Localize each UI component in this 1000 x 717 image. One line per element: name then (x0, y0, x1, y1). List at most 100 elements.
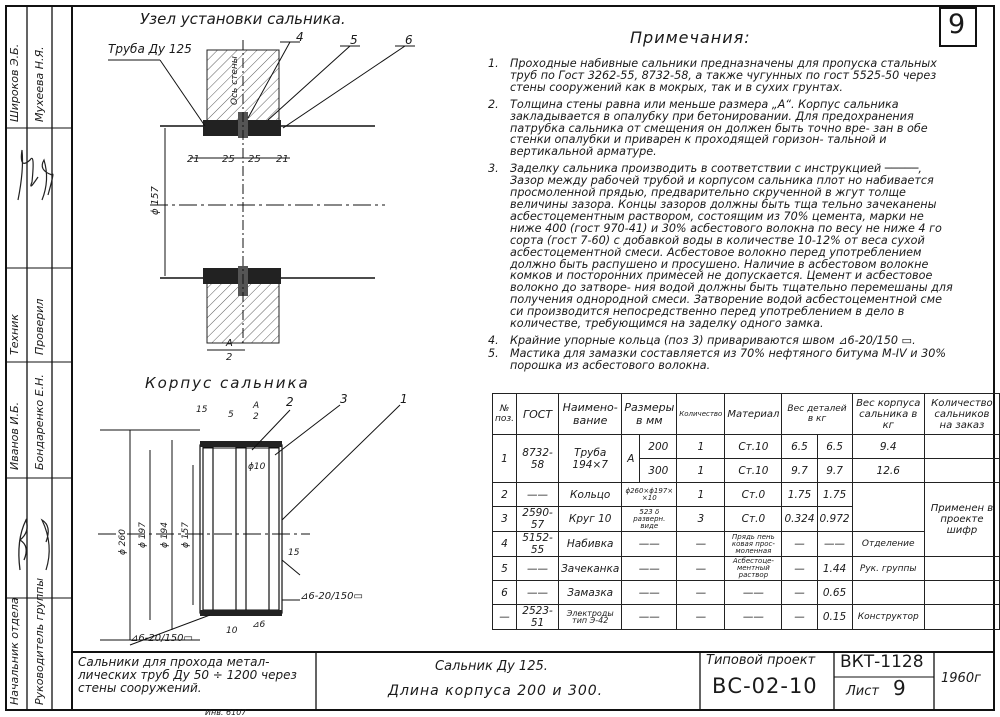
body-dim-A: A (253, 401, 260, 411)
cell: Ст.0 (724, 482, 783, 507)
note-text: Крайние упорные кольца (поз 3) приварива… (510, 333, 916, 347)
cell: 1.75 (781, 482, 818, 507)
body-callout-1: 1 (400, 392, 408, 406)
series-code: ВКТ-1128 (840, 652, 924, 672)
dim-25-left: 25 (222, 154, 235, 165)
note-item: 4. Крайние упорные кольца (поз 3) привари… (488, 333, 958, 347)
cell: — (781, 556, 818, 581)
note-text: Мастика для замазки составляется из 70% … (510, 346, 946, 372)
cell: Труба 194×7 (558, 434, 623, 483)
dim-21-left: 21 (187, 154, 200, 165)
callout-4: 4 (296, 30, 304, 44)
note-text: Заделку сальника производить в соответст… (510, 162, 953, 331)
body-dim-157: ϕ 157 (181, 522, 191, 548)
table-row: 300 1 Ст.10 9.7 9.7 12.6 (493, 458, 1000, 483)
cell: Зачеканка (558, 556, 623, 581)
cell: — (781, 580, 818, 605)
note-number: 5. (488, 346, 499, 360)
table-row: 5 —— Зачеканка —— — Асбестоце- ментный р… (491, 556, 1000, 581)
cell: 2 (491, 482, 518, 507)
cell: 9.7 (816, 458, 853, 483)
cell: 0.15 (816, 604, 853, 630)
note-item: 3. Заделку сальника производить в соответ… (488, 163, 958, 330)
cell: 1.75 (816, 482, 853, 507)
cell: —— (621, 556, 678, 581)
body-weld-right: ⊿6-20/150▭ (300, 591, 363, 602)
cell: —— (516, 580, 560, 605)
cell: — (676, 556, 726, 581)
specification-table: № поз. ГОСТ Наимено- вание Размеры в мм … (491, 393, 1000, 630)
col-weight: Вес деталей в кг (781, 393, 853, 435)
cell: 0.65 (816, 580, 853, 605)
cell: 9.4 (851, 434, 925, 459)
body-dim-197: ϕ 197 (138, 522, 148, 548)
cell: — (781, 531, 818, 557)
applied-note: Применен в проекте шифр (923, 482, 1000, 557)
cell (923, 556, 1000, 581)
cell: Замазка (558, 580, 623, 605)
sidebar-name: Широков Э.Б. (8, 43, 21, 122)
body-weld-small: ⊿6 (252, 620, 266, 630)
note-number: 2. (488, 97, 499, 111)
cell: Ст.10 (724, 434, 783, 459)
cell: 0.324 (781, 506, 818, 532)
body-dim-15-top: 15 (196, 405, 208, 415)
pipe-label: Труба Ду 125 (108, 42, 192, 56)
cell: —— (724, 580, 783, 605)
cell (923, 580, 1000, 605)
note-number: 4. (488, 333, 499, 347)
body-dim-10-bottom: 10 (226, 626, 238, 636)
cell: —— (621, 580, 678, 605)
section-2-label: 2 (226, 352, 233, 363)
cell: 1 (676, 434, 726, 459)
table-row: 1 8732-58 Труба 194×7 A 200 1 Ст.10 6.5 … (491, 434, 1000, 483)
cell: — (676, 604, 726, 630)
dim-25-right: 25 (248, 154, 261, 165)
body-callout-3: 3 (340, 392, 348, 406)
note-item: 5. Мастика для замазки составляется из 70… (488, 346, 958, 372)
table-row: 3 2590-57 Круг 10 523 δ разверн. виде 3 … (491, 506, 1000, 532)
cell: Кольцо (558, 482, 623, 507)
col-qty: Количество (676, 393, 726, 435)
title-line-1: Сальник Ду 125. (435, 659, 548, 674)
assembly-diameter-label: ϕ 157 (150, 186, 161, 215)
cell: ϕ260×ϕ197× ×10 (621, 482, 678, 507)
sheet-no: 9 (893, 676, 906, 700)
col-gost: ГОСТ (516, 393, 560, 435)
notes-list: 1.Проходные набивные сальники предназнач… (488, 58, 958, 377)
cell: 6.5 (781, 434, 818, 459)
sidebar-name: Мухеева Н.Я. (33, 46, 46, 122)
table-row: 6 —— Замазка —— — —— — 0.65 (491, 580, 1000, 605)
body-dim-10: ϕ10 (248, 462, 266, 472)
body-dim-2: 2 (253, 412, 259, 422)
cell: 2523-51 (516, 604, 560, 630)
cell: 1 (491, 434, 518, 483)
cell: 1 (676, 458, 726, 483)
cell: 300 (639, 458, 678, 483)
cell: —— (516, 482, 560, 507)
note-item: 1.Проходные набивные сальники предназнач… (488, 58, 958, 94)
cell: 3 (491, 506, 518, 532)
cell: —— (816, 531, 853, 557)
note-text: Проходные набивные сальники предназначен… (510, 57, 937, 94)
section-A-label: A (226, 338, 233, 349)
cell: Асбестоце- ментный раствор (724, 556, 783, 581)
cell: Круг 10 (558, 506, 623, 532)
note-number: 3. (488, 162, 499, 176)
col-name: Наимено- вание (558, 393, 623, 435)
cell: —— (516, 556, 560, 581)
cell: —— (724, 604, 783, 630)
cell: — (676, 580, 726, 605)
title-description: Сальники для прохода метал- лических тру… (78, 655, 297, 695)
cell: —— (621, 531, 678, 557)
notes-title: Примечания: (630, 28, 751, 47)
cell: 5152-55 (516, 531, 560, 557)
cell: Конструктор (851, 604, 925, 630)
title-line-2: Длина корпуса 200 и 300. (388, 683, 604, 699)
project-label: Типовой проект (706, 653, 816, 668)
cell: Ст.0 (724, 506, 783, 532)
body-dim-194: ϕ 194 (160, 522, 170, 548)
table-row: — 2523-51 Электроды тип Э-42 —— — —— — 0… (491, 604, 1000, 630)
callout-5: 5 (350, 33, 358, 47)
cell: 4 (491, 531, 518, 557)
